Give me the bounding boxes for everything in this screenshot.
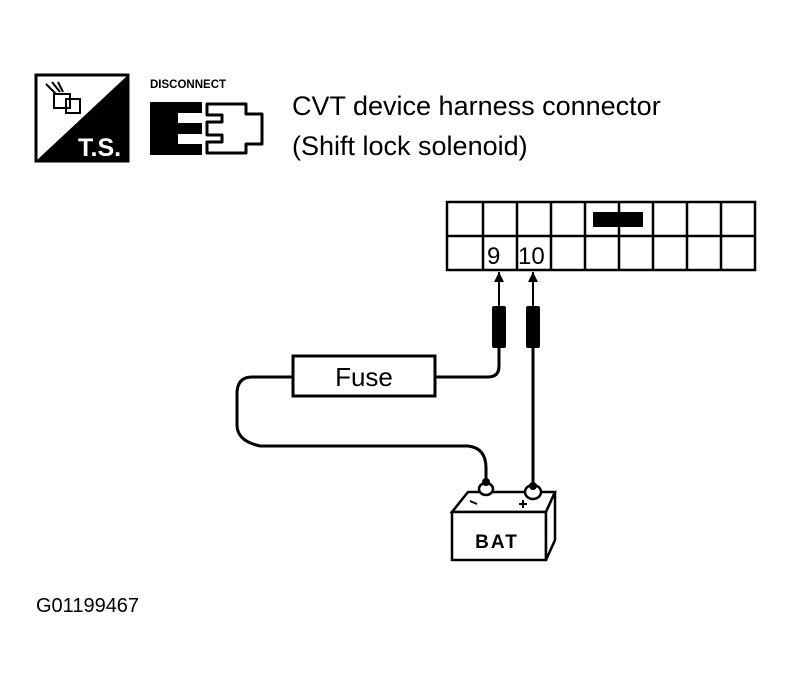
connector-lock-tab	[593, 212, 643, 227]
pin-9-label: 9	[487, 243, 500, 270]
test-wires	[235, 348, 535, 488]
probe-pin-9	[492, 272, 506, 348]
ts-label: T.S.	[78, 134, 121, 162]
title-line-1: CVT device harness connector	[292, 91, 661, 121]
fuse-label: Fuse	[335, 362, 393, 392]
battery-label: BAT	[475, 532, 519, 553]
fuse: Fuse	[291, 354, 437, 398]
disconnect-label: DISCONNECT	[150, 79, 226, 91]
ts-icon: T.S.	[34, 73, 130, 163]
title-line-2: (Shift lock solenoid)	[292, 131, 528, 161]
harness-connector	[445, 200, 757, 272]
probe-pin-10	[526, 272, 540, 348]
battery	[449, 478, 557, 562]
figure-id: G01199467	[36, 595, 139, 617]
connector-sketch-icon	[45, 81, 81, 114]
pin-10-label: 10	[518, 243, 545, 270]
disconnect-icon: DISCONNECT	[150, 79, 264, 155]
